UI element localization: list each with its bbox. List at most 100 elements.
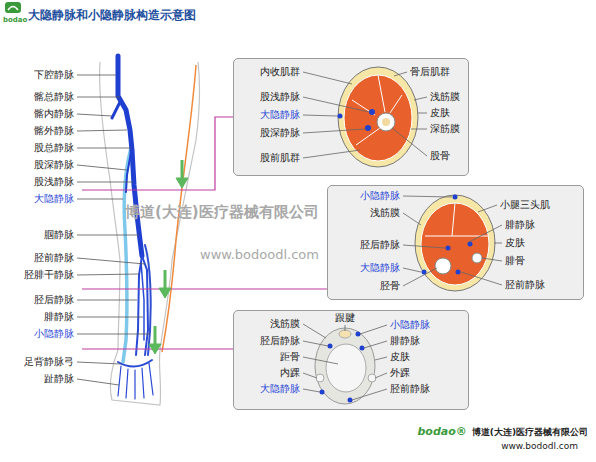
- leader-line: [403, 268, 421, 272]
- leader-line: [77, 235, 139, 236]
- panel-ground: [234, 59, 584, 410]
- panel-ground: [234, 311, 469, 410]
- part-label: 外踝: [390, 367, 410, 379]
- thigh-section: [338, 67, 419, 167]
- leader-line: [360, 325, 387, 334]
- leader-line: [352, 389, 387, 400]
- part-label: 小隐静脉: [360, 190, 400, 202]
- thigh-section: [382, 118, 390, 126]
- flow-arrow: [164, 270, 167, 290]
- part-label: 胫骨: [380, 280, 400, 292]
- part-label: 腓静脉: [390, 335, 420, 347]
- calf-section: [472, 253, 482, 263]
- part-label: 股前肌群: [260, 152, 300, 164]
- leader-line: [375, 373, 387, 378]
- part-label: 深筋膜: [430, 123, 460, 135]
- leader-line: [303, 115, 337, 116]
- flow-arrow: [149, 160, 188, 354]
- leader-line: [394, 72, 407, 76]
- ankle-section: [360, 346, 365, 351]
- part-label: 股深静脉: [260, 127, 300, 139]
- ankle-section: [356, 332, 361, 337]
- leader-line: [77, 300, 137, 301]
- logo-text: bodao: [3, 16, 27, 24]
- flow-arrow: [176, 178, 188, 188]
- calf-section: [446, 246, 451, 251]
- ankle-section: [328, 344, 333, 349]
- vein-label: 髂总静脉: [34, 91, 74, 103]
- leader-line: [77, 334, 150, 335]
- watermark: www.bodoodl.com: [200, 247, 319, 263]
- logo-icon: [8, 7, 18, 11]
- part-label: 浅筋膜: [430, 91, 460, 103]
- section-pointer: [82, 117, 327, 349]
- leader-line: [303, 150, 360, 158]
- vein-drawing: [142, 256, 148, 355]
- part-label: 浅筋膜: [370, 207, 400, 219]
- leader-lines: [77, 72, 502, 400]
- leader-line: [414, 97, 427, 100]
- vein-label: 胫后静脉: [34, 294, 74, 306]
- part-label: 胫后静脉: [260, 335, 300, 347]
- thigh-section: [369, 109, 375, 115]
- ankle-section: [368, 374, 376, 382]
- leader-line: [478, 205, 497, 212]
- section-panel: 浅筋膜跟腱小隐静脉胫后静脉腓静脉距骨皮肤内踝外踝大隐静脉胫前静脉: [233, 310, 469, 410]
- leader-line: [403, 245, 445, 248]
- watermark: 博道(大连)医疗器械有限公司: [125, 203, 319, 221]
- leader-line: [77, 97, 120, 98]
- leader-line: [77, 75, 116, 76]
- vein-label: 下腔静脉: [34, 69, 74, 81]
- vein-drawing: [118, 360, 152, 367]
- vein-label: 股深静脉: [34, 159, 74, 171]
- panel-ground: [328, 186, 584, 300]
- part-label: 大隐静脉: [260, 383, 300, 395]
- logo-icon: [5, 2, 21, 13]
- diagram-title: 大隐静脉和小隐静脉构造示意图: [28, 8, 196, 22]
- vein-drawing: [123, 148, 131, 362]
- leader-line: [77, 165, 127, 170]
- vein-drawing: [145, 245, 151, 355]
- leader-line: [345, 325, 346, 331]
- leader-line: [303, 389, 320, 392]
- vein-label: 腓静脉: [44, 311, 74, 323]
- part-label: 内踝: [280, 367, 300, 379]
- leader-line: [403, 213, 421, 225]
- part-label: 皮肤: [505, 237, 525, 249]
- leader-line: [303, 341, 328, 346]
- calf-section: [425, 203, 488, 236]
- vein-label: 髂外静脉: [34, 125, 74, 137]
- leader-line: [418, 113, 427, 114]
- vein-label: 腘静脉: [44, 229, 74, 241]
- thigh-section: [344, 75, 412, 161]
- thigh-section: [365, 125, 371, 131]
- thigh-section: [338, 67, 418, 167]
- part-label: 皮肤: [430, 107, 450, 119]
- part-label: 小腿三头肌: [500, 199, 550, 211]
- brand-name: bodao®: [417, 425, 466, 438]
- part-label: 腓静脉: [505, 219, 535, 231]
- flow-arrow: [181, 160, 184, 180]
- ankle-section: [348, 398, 353, 403]
- vein-drawing: [141, 262, 144, 340]
- part-label: 大隐静脉: [360, 262, 400, 274]
- leader-line: [77, 274, 139, 275]
- calf-section: [415, 195, 495, 292]
- section-panel: 小隐静脉小腿三头肌浅筋膜腓静脉胫后静脉皮肤大隐静脉腓骨胫骨胫前静脉: [327, 185, 584, 300]
- part-label: 跟腱: [335, 312, 355, 324]
- vein-drawing: [118, 363, 153, 399]
- leader-line: [303, 373, 317, 378]
- leader-line: [303, 72, 352, 84]
- company-name: 博道(大连)医疗器械有限公司: [472, 427, 588, 438]
- part-label: 股骨: [430, 150, 450, 162]
- part-label: 浅筋膜: [270, 318, 300, 330]
- leader-line: [77, 379, 119, 385]
- leader-line: [303, 129, 365, 133]
- vein-label: 趾静脉: [44, 373, 74, 385]
- ankle-section: [315, 328, 376, 404]
- leader-line: [77, 148, 131, 149]
- leader-line: [482, 258, 502, 261]
- leader-line: [77, 362, 121, 364]
- part-label: 内收肌群: [260, 66, 300, 78]
- leader-line: [392, 128, 427, 156]
